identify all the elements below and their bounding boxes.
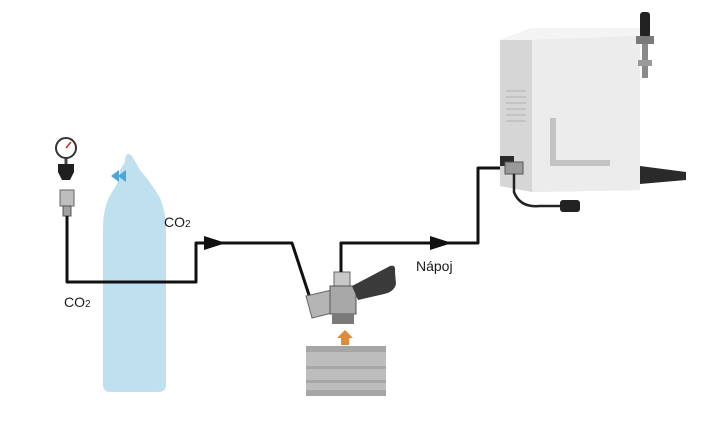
- beer-cooler-icon: [500, 28, 686, 192]
- power-plug-icon: [504, 161, 580, 212]
- co2-cylinder: [103, 154, 166, 392]
- co2-gas-line: [65, 216, 312, 299]
- cylinder-flow-arrow-icon: [111, 170, 126, 182]
- beer-keg-icon: [306, 346, 386, 396]
- co2-label-lower: CO2: [64, 294, 91, 310]
- beer-tap-icon: [636, 12, 654, 78]
- beverage-flow-arrow-icon: [430, 236, 452, 250]
- beverage-label: Nápoj: [416, 258, 453, 274]
- pressure-regulator-icon: [55, 137, 77, 217]
- keg-flow-arrow-icon: [337, 330, 353, 345]
- co2-label-upper: CO2: [164, 214, 191, 230]
- beverage-line: [339, 166, 505, 272]
- co2-flow-arrow-icon: [204, 236, 226, 250]
- keg-coupler-icon: [305, 265, 396, 324]
